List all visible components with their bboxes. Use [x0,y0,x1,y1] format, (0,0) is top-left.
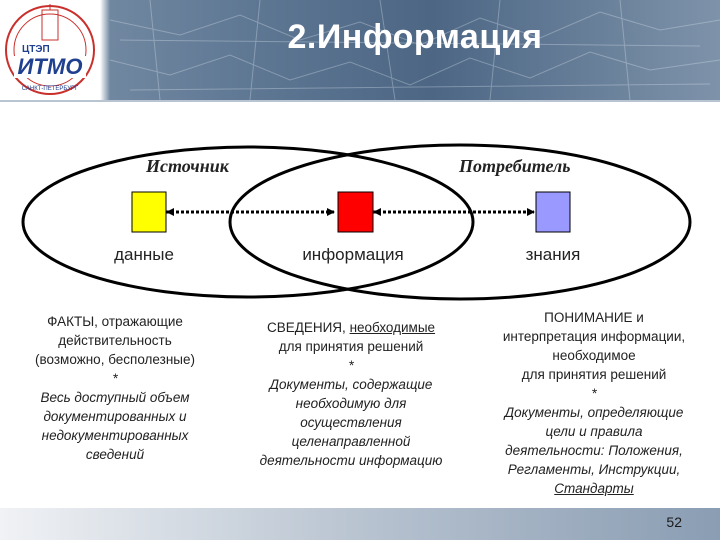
svg-text:ИТМО: ИТМО [18,54,83,79]
header-divider [0,100,720,102]
svg-text:САНКТ-ПЕТЕРБУРГ: САНКТ-ПЕТЕРБУРГ [22,86,79,92]
slide-header: ЦТЭП ИТМО САНКТ-ПЕТЕРБУРГ 2.Информация [0,0,720,100]
facts-description: ФАКТЫ, отражающие действительность (возм… [10,312,220,464]
information-line-7: целенаправленной [291,434,411,449]
source-heading: Источник [146,156,229,176]
knowledge-node [535,191,571,233]
information-line-1b: необходимые [349,320,436,335]
facts-line-6: документированных и [43,409,187,424]
information-node [337,191,374,233]
knowledge-line-8: деятельности: Положения, [505,443,683,458]
facts-line-3: (возможно, бесполезные) [35,352,195,367]
information-label: информация [302,245,404,264]
knowledge-line-2: интерпретация информации, [502,329,686,344]
slide-footer: 52 [0,508,720,540]
arrow-information-knowledge [373,208,535,216]
arrow-data-information [166,208,335,216]
map-background [109,0,720,100]
knowledge-line-1: ПОНИМАНИЕ и [544,310,644,325]
knowledge-line-4: для принятия решений [521,367,667,382]
knowledge-line-7: цели и правила [545,424,643,439]
consumer-heading: Потребитель [459,156,571,176]
data-node [131,191,167,233]
source-ellipse [21,145,475,299]
itmo-logo: ЦТЭП ИТМО САНКТ-ПЕТЕРБУРГ [0,0,100,100]
consumer-ellipse [228,143,692,301]
page-number: 52 [666,514,682,530]
information-line-3: * [348,358,354,373]
knowledge-line-3: необходимое [552,348,636,363]
knowledge-line-10: Стандарты [554,481,634,496]
knowledge-line-9: Регламенты, Инструкции, [507,462,681,477]
information-description: СВЕДЕНИЯ, необходимые для принятия решен… [238,318,464,470]
facts-line-1: ФАКТЫ, отражающие [47,314,183,329]
information-line-8: деятельности информацию [259,453,443,468]
data-label: данные [114,245,174,264]
facts-line-7: недокументированных [41,428,189,443]
knowledge-line-5: * [591,386,597,401]
information-line-4: Документы, содержащие [269,377,433,392]
information-line-1: СВЕДЕНИЯ, необходимые [238,318,464,337]
information-line-2: для принятия решений [278,339,424,354]
itmo-logo-graphic: ЦТЭП ИТМО САНКТ-ПЕТЕРБУРГ [5,4,95,95]
facts-line-2: действительность [58,333,172,348]
facts-line-8: сведений [85,447,145,462]
information-line-5: необходимую для [295,396,407,411]
facts-line-4: * [112,371,118,386]
knowledge-line-6: Документы, определяющие [504,405,684,420]
knowledge-description: ПОНИМАНИЕ и интерпретация информации, не… [474,308,714,498]
slide-title: 2.Информация [287,18,543,56]
svg-text:ЦТЭП: ЦТЭП [22,44,50,55]
information-line-1a: СВЕДЕНИЯ, [266,320,350,335]
information-line-6: осуществления [300,415,402,430]
facts-line-5: Весь доступный объем [40,390,190,405]
knowledge-label: знания [525,245,581,264]
header-edge [100,0,110,100]
